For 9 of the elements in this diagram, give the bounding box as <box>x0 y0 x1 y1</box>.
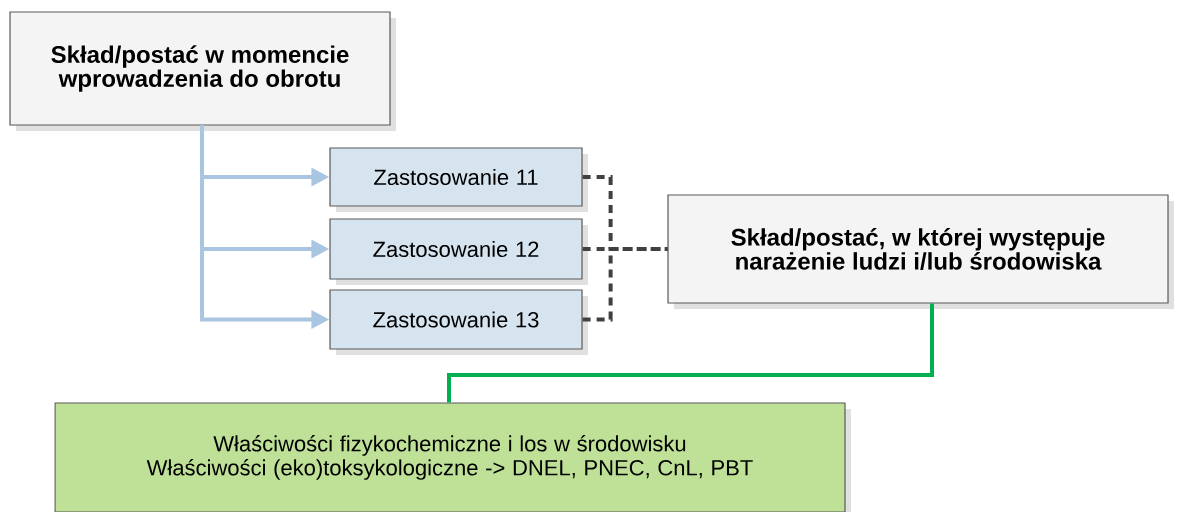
connector <box>582 247 668 322</box>
process-box: Zastosowanie 11 <box>329 147 588 212</box>
result-box: Właściwości fizykochemiczne i los w środowisku Właściwości (eko)toksykologiczne -> DNEL, PNEC, CnL, PBT <box>54 402 851 512</box>
process-box: Zastosowanie 12 <box>329 218 588 285</box>
heading-box: Skład/postać, w której występuje narażenie ludzi i/lub środowiska <box>667 194 1174 309</box>
process-box: Zastosowanie 13 <box>329 289 588 355</box>
heading-box: Skład/postać w momencie wprowadzenia do obrotu <box>9 11 396 131</box>
connector <box>582 175 668 251</box>
connector <box>447 303 934 403</box>
